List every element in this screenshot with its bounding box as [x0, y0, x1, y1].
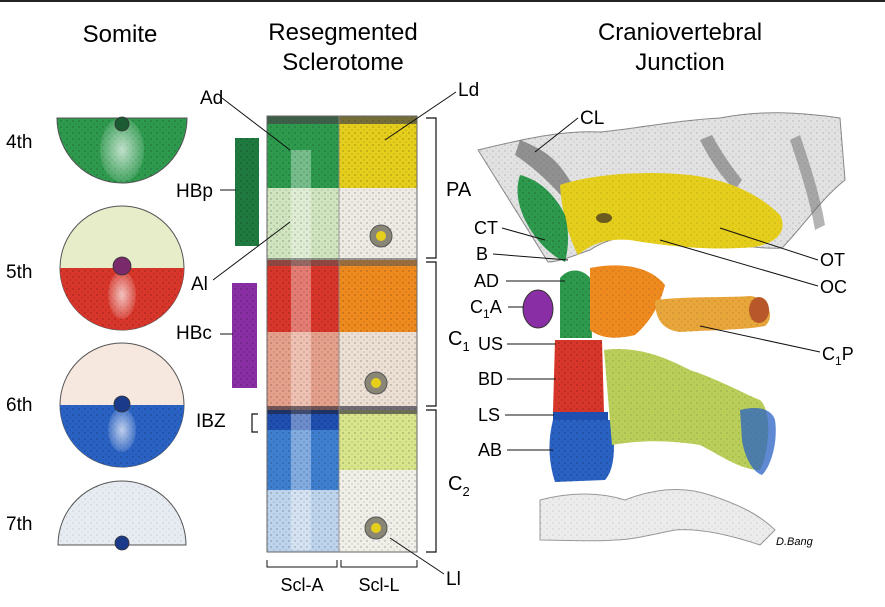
- label-c1a: C1A: [470, 297, 502, 321]
- label-ab: AB: [478, 440, 502, 460]
- label-c2: C2: [448, 473, 470, 499]
- leader-b: [492, 253, 569, 261]
- hbp-bar-stipple: [235, 138, 259, 246]
- somite-4th: [56, 116, 188, 184]
- label-c1p: C1P: [822, 344, 854, 368]
- somite-label-7th: 7th: [6, 514, 32, 535]
- leader-oc: [659, 239, 819, 287]
- leader-ad: [221, 97, 291, 151]
- somite-label-4th: 4th: [6, 132, 32, 153]
- somite-label-5th: 5th: [6, 262, 32, 283]
- header-junction-line2: Junction: [635, 49, 724, 76]
- leader-cl: [534, 117, 579, 153]
- label-ls: LS: [478, 405, 500, 425]
- label-ad-junction: AD: [474, 271, 499, 291]
- label-ibz: IBZ: [196, 411, 226, 432]
- label-ot: OT: [820, 250, 845, 270]
- junction-illustration: [477, 112, 846, 546]
- hbc-bar-stipple: [232, 283, 257, 388]
- bracket-pa: [426, 117, 437, 259]
- label-hbc: HBc: [176, 323, 212, 344]
- label-scl-a: Scl-A: [280, 575, 323, 595]
- bracket-scl-l: [340, 560, 418, 568]
- somite-5th: [59, 205, 185, 331]
- somite-6th: [59, 342, 185, 468]
- label-hbp: HBp: [176, 181, 213, 202]
- label-c1: C1: [448, 328, 470, 354]
- label-ad: Ad: [200, 88, 223, 109]
- label-bd: BD: [478, 369, 503, 389]
- label-li: Ll: [446, 569, 461, 590]
- leader-ot: [719, 227, 819, 261]
- label-oc: OC: [820, 277, 847, 297]
- leader-li: [389, 537, 445, 575]
- top-rule: [0, 0, 885, 2]
- label-b: B: [476, 244, 488, 264]
- header-somite: Somite: [83, 21, 158, 48]
- bracket-scl-a: [266, 560, 338, 568]
- header-junction-line1: Craniovertebral: [598, 19, 762, 46]
- label-ct: CT: [474, 218, 498, 238]
- bracket-ibz: [251, 413, 258, 433]
- label-pa: PA: [446, 179, 472, 201]
- bracket-c2: [426, 409, 437, 553]
- label-al: Al: [191, 274, 208, 295]
- header-sclerotome-line1: Resegmented: [268, 19, 417, 46]
- leader-al: [212, 221, 291, 281]
- artist-signature: D.Bang: [776, 536, 814, 548]
- leader-ct: [501, 227, 546, 241]
- label-cl: CL: [580, 108, 604, 129]
- leader-ld: [384, 91, 457, 141]
- label-ld: Ld: [458, 80, 479, 101]
- leader-c1p: [699, 325, 821, 353]
- somite-label-6th: 6th: [6, 395, 32, 416]
- bracket-c1: [426, 261, 437, 407]
- somite-7th: [57, 480, 187, 551]
- label-scl-l: Scl-L: [358, 575, 399, 595]
- label-us: US: [478, 334, 503, 354]
- sclerotome-column: [266, 115, 418, 553]
- header-sclerotome-line2: Sclerotome: [282, 49, 403, 76]
